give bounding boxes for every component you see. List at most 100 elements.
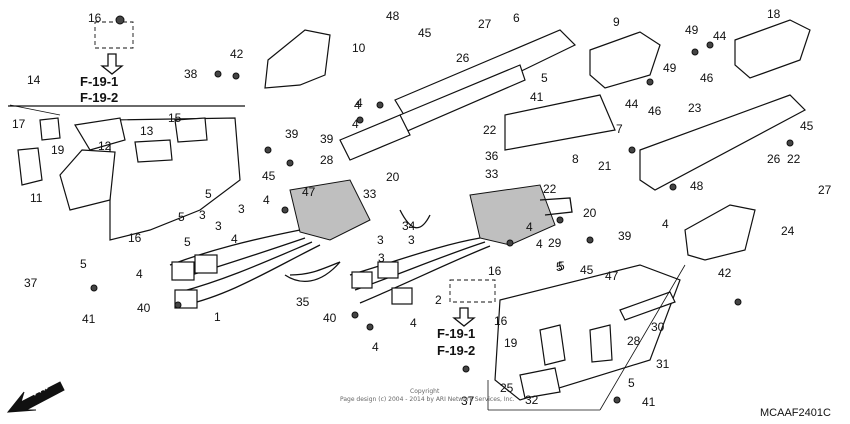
callout: 40 <box>137 301 151 315</box>
copyright-line2: Page design (c) 2004 - 2014 by ARI Netwo… <box>340 396 515 403</box>
ref-arrow-right <box>452 307 476 327</box>
callout: 49 <box>663 61 677 75</box>
callout: 41 <box>530 90 544 104</box>
callout: 20 <box>583 206 597 220</box>
callout: 45 <box>418 26 432 40</box>
callout-labels: 16 42 38 10 48 45 27 26 6 9 49 44 46 18 … <box>12 7 832 409</box>
fig-ref-right-line2: F-19-2 <box>437 343 475 358</box>
diagram-ref-code: MCAAF2401C <box>760 407 831 419</box>
callout: 6 <box>513 11 520 25</box>
callout: 3 <box>199 208 206 222</box>
callout: 22 <box>787 152 801 166</box>
callout: 16 <box>494 314 508 328</box>
callout: 27 <box>818 183 832 197</box>
callout: 45 <box>262 169 276 183</box>
ref-arrow-left <box>100 53 124 75</box>
figure-references: F-19-1 F-19-2 F-19-1 F-19-2 <box>80 74 475 358</box>
callout: 40 <box>323 311 337 325</box>
callout: 16 <box>128 231 142 245</box>
callout: 29 <box>548 236 562 250</box>
callout: 11 <box>30 191 43 205</box>
callout: 19 <box>51 143 65 157</box>
callout: 5 <box>556 260 563 274</box>
callout: 15 <box>168 111 182 125</box>
callout: 8 <box>572 152 579 166</box>
heat-shield-24 <box>684 204 756 261</box>
heat-shield-10 <box>264 29 331 89</box>
callout: 12 <box>98 139 112 153</box>
ref-box-left <box>94 21 134 49</box>
callout: 26 <box>456 51 470 65</box>
callout: 44 <box>713 29 727 43</box>
callout: 48 <box>690 179 704 193</box>
callout: 47 <box>605 269 619 283</box>
callout: 3 <box>238 202 245 216</box>
callout: 28 <box>320 153 334 167</box>
callout: 30 <box>651 320 665 334</box>
callout: 46 <box>648 104 662 118</box>
callout: 5 <box>628 376 635 390</box>
callout: 5 <box>558 259 565 273</box>
left-collector <box>169 179 371 309</box>
callout: 4 <box>526 220 533 234</box>
callout: 21 <box>598 159 612 173</box>
callout: 18 <box>767 7 781 21</box>
callout: 38 <box>184 67 198 81</box>
callout: 4 <box>356 96 363 110</box>
callout: 22 <box>483 123 497 137</box>
callout: 4 <box>372 340 379 354</box>
o2-sensor-wire-34 <box>399 209 431 229</box>
callout: 13 <box>140 124 154 138</box>
front-direction-indicator: FR. <box>6 381 65 413</box>
left-heat-shield-group <box>8 104 245 241</box>
callout: 28 <box>627 334 641 348</box>
callout: 42 <box>230 47 244 61</box>
callout: 7 <box>616 122 623 136</box>
callout: 9 <box>613 15 620 29</box>
callout: 5 <box>80 257 87 271</box>
callout: 27 <box>478 17 492 31</box>
callout: 24 <box>781 224 795 238</box>
callout: 17 <box>12 117 26 131</box>
callout: 4 <box>263 193 270 207</box>
callout: 41 <box>642 395 656 409</box>
callout: 5 <box>541 71 548 85</box>
callout: 48 <box>386 9 400 23</box>
end-cap-18 <box>734 19 811 79</box>
callout: 14 <box>27 73 41 87</box>
callout: 49 <box>685 23 699 37</box>
lower-right-heat-shield-group <box>487 264 686 411</box>
upper-left-muffler <box>339 29 577 161</box>
callout: 4 <box>354 98 361 112</box>
callout: 39 <box>618 229 632 243</box>
copyright-line1: Copyright <box>410 388 440 395</box>
callout: 20 <box>386 170 400 184</box>
callout: 4 <box>536 237 543 251</box>
callout: 39 <box>285 127 299 141</box>
callout: 22 <box>543 182 557 196</box>
callout: 33 <box>485 167 499 181</box>
callout: 4 <box>410 316 417 330</box>
callout: 4 <box>231 232 238 246</box>
callout: 16 <box>88 11 102 25</box>
callout: 46 <box>700 71 714 85</box>
callout: 4 <box>352 117 359 131</box>
callout: 25 <box>500 381 514 395</box>
o2-sensor-wire-35 <box>284 261 341 282</box>
callout: 4 <box>662 217 669 231</box>
callout: 3 <box>408 233 415 247</box>
callout: 45 <box>580 263 594 277</box>
right-collector <box>349 184 573 305</box>
ref-box-right <box>449 279 496 303</box>
right-muffler <box>504 94 806 191</box>
callout: 1 <box>214 310 221 324</box>
callout: 26 <box>767 152 781 166</box>
callout: 47 <box>302 185 316 199</box>
fastener-glyphs <box>90 15 794 404</box>
end-cap-9 <box>589 31 661 89</box>
callout: 23 <box>688 101 702 115</box>
fig-ref-left-line2: F-19-2 <box>80 90 118 105</box>
callout: 36 <box>485 149 499 163</box>
callout: 2 <box>435 293 442 307</box>
